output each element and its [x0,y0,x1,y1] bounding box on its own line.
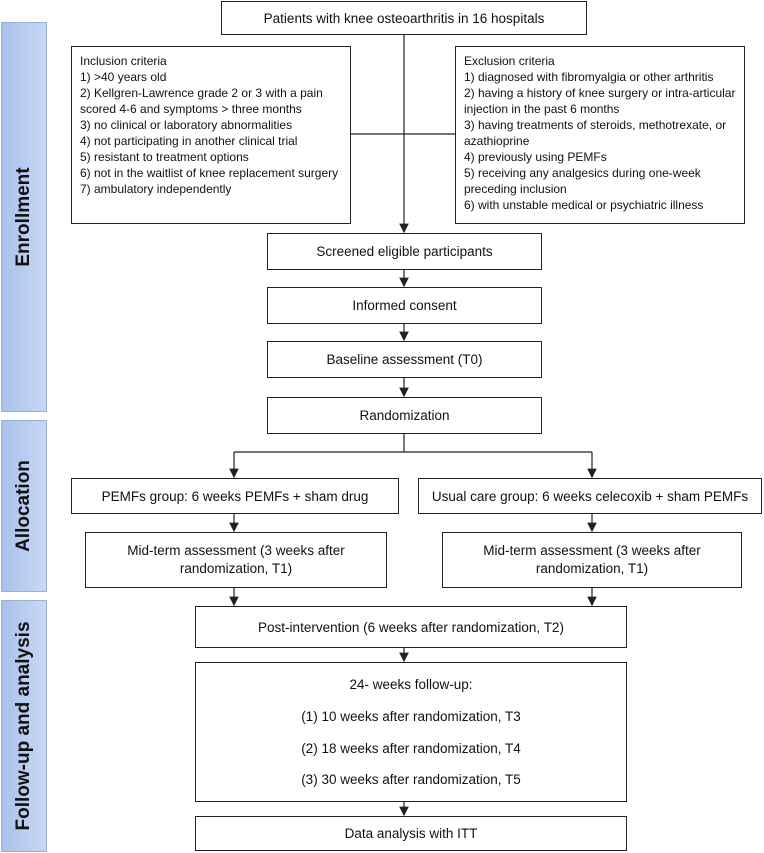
consent-box: Informed consent [267,287,542,324]
baseline-text: Baseline assessment (T0) [326,352,483,367]
exclusion-item: 3) having treatments of steroids, methot… [464,118,727,148]
exclusion-item: 2) having a history of knee surgery or i… [464,86,736,116]
exclusion-item: 5) receiving any analgesics during one-w… [464,166,701,196]
inclusion-item: 1) >40 years old [80,70,167,84]
followup-item-t3: (1) 10 weeks after randomization, T3 [301,709,521,724]
inclusion-item: 4) not participating in another clinical… [80,134,298,148]
followup-item-t4: (2) 18 weeks after randomization, T4 [301,741,521,756]
inclusion-item: 7) ambulatory independently [80,182,232,196]
pemfs-group-text: PEMFs group: 6 weeks PEMFs + sham drug [101,488,369,504]
usual-care-group-box: Usual care group: 6 weeks celecoxib + sh… [418,478,762,514]
mid-term-right-line2: randomization, T1) [535,561,649,576]
exclusion-item: 6) with unstable medical or psychiatric … [464,198,704,212]
inclusion-item: 2) Kellgren-Lawrence grade 2 or 3 with a… [80,86,323,116]
mid-term-left-box: Mid-term assessment (3 weeks after rando… [85,532,387,588]
data-analysis-text: Data analysis with ITT [344,826,478,841]
phase-enrollment: Enrollment [1,22,47,412]
patients-box: Patients with knee osteoarthritis in 16 … [221,1,587,35]
exclusion-item: 4) previously using PEMFs [464,150,607,164]
mid-term-right-line1: Mid-term assessment (3 weeks after [483,543,701,558]
post-intervention-box: Post-intervention (6 weeks after randomi… [195,606,627,648]
inclusion-criteria-box: Inclusion criteria 1) >40 years old 2) K… [71,46,351,224]
followup-item-t5: (3) 30 weeks after randomization, T5 [301,772,521,787]
inclusion-item: 3) no clinical or laboratory abnormaliti… [80,118,293,132]
phase-allocation: Allocation [1,420,47,592]
consent-text: Informed consent [352,298,457,313]
inclusion-item: 5) resistant to treatment options [80,150,249,164]
phase-followup: Follow-up and analysis [1,600,47,852]
pemfs-group-box: PEMFs group: 6 weeks PEMFs + sham drug [71,478,399,514]
exclusion-title: Exclusion criteria [464,54,555,68]
data-analysis-box: Data analysis with ITT [195,816,627,851]
randomization-text: Randomization [359,408,450,423]
followup-title: 24- weeks follow-up: [349,677,473,692]
mid-term-left-line2: randomization, T1) [179,561,293,576]
usual-care-group-text: Usual care group: 6 weeks celecoxib + sh… [431,488,749,504]
patients-text: Patients with knee osteoarthritis in 16 … [263,10,545,26]
inclusion-title: Inclusion criteria [80,54,167,68]
exclusion-criteria-box: Exclusion criteria 1) diagnosed with fib… [455,46,745,224]
followup-box: 24- weeks follow-up: (1) 10 weeks after … [195,662,627,802]
post-intervention-text: Post-intervention (6 weeks after randomi… [258,619,564,635]
mid-term-right-box: Mid-term assessment (3 weeks after rando… [442,532,742,588]
baseline-box: Baseline assessment (T0) [267,341,542,378]
exclusion-item: 1) diagnosed with fibromyalgia or other … [464,70,714,84]
screened-text: Screened eligible participants [316,244,493,259]
inclusion-item: 6) not in the waitlist of knee replaceme… [80,166,339,180]
randomization-box: Randomization [267,397,542,434]
screened-box: Screened eligible participants [267,233,542,270]
mid-term-left-line1: Mid-term assessment (3 weeks after [127,543,345,558]
